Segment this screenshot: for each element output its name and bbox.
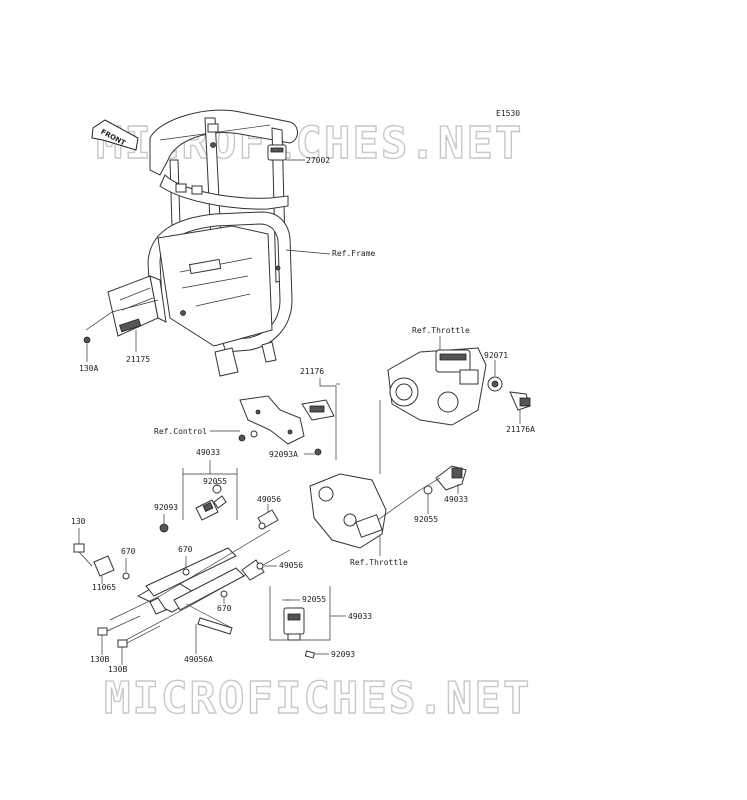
label-49033-lower: 49033 <box>348 612 372 621</box>
label-11009: 92055 <box>414 515 438 524</box>
clip-11065 <box>93 555 115 577</box>
label-92055-lower: 92055 <box>302 595 326 604</box>
sensor-21176A <box>509 391 531 411</box>
control-bracket <box>238 395 305 445</box>
label-ref-throttle-bottom: Ref.Throttle <box>350 558 408 567</box>
throttle-body <box>387 347 487 426</box>
label-ref-throttle-top: Ref.Throttle <box>412 326 470 335</box>
diagram-code: E1530 <box>496 109 520 118</box>
ecu-21175 <box>107 275 167 337</box>
seal-92093-upper <box>159 523 169 533</box>
label-670-lower: 670 <box>217 604 232 613</box>
label-27002: 27002 <box>306 156 330 165</box>
label-21176: 21176 <box>300 367 324 376</box>
label-21176B: 49033 <box>444 495 468 504</box>
label-49033-group-a: 49033 <box>196 448 220 457</box>
intake-manifold <box>309 473 387 549</box>
label-130A: 130A <box>79 364 98 373</box>
watermark-bottom: MICROFICHES.NET <box>104 673 531 724</box>
label-92093-lower: 92093 <box>331 650 355 659</box>
label-130B-left: 130B <box>90 655 109 664</box>
label-21175: 21175 <box>126 355 150 364</box>
label-ref-frame: Ref.Frame <box>332 249 376 258</box>
seal-92093-lower <box>304 650 315 659</box>
washer-92071 <box>487 376 503 392</box>
label-92071: 92071 <box>484 351 508 360</box>
frame-drawing <box>147 109 298 377</box>
sensor-21176 <box>301 399 335 421</box>
injector-upper <box>195 495 227 521</box>
pipe-49056A <box>197 617 233 635</box>
label-49056A: 49056A <box>184 655 213 664</box>
bolt-130B-left <box>97 615 141 636</box>
label-21176A: 21176A <box>506 425 535 434</box>
label-130B-right: 130B <box>108 665 127 674</box>
fuel-fitting-49056-lower <box>241 559 265 581</box>
label-92055-group-a: 92055 <box>203 477 227 486</box>
label-130: 130 <box>71 517 86 526</box>
label-92093A: 92093A <box>269 450 298 459</box>
label-670-left: 670 <box>121 547 136 556</box>
oring-670-mid <box>182 568 190 576</box>
sensor-21176B <box>435 465 467 491</box>
label-49056-upper: 49056 <box>257 495 281 504</box>
bolt-130B-right <box>117 625 161 648</box>
label-92093-group-a: 92093 <box>154 503 178 512</box>
label-49056-lower: 49056 <box>279 561 303 570</box>
bolt-130 <box>73 543 93 567</box>
oring-670-lower <box>220 590 228 598</box>
fuel-rail <box>136 547 245 615</box>
label-11065: 11065 <box>92 583 116 592</box>
label-ref-control: Ref.Control <box>154 427 207 436</box>
injector-lower <box>283 607 305 641</box>
oring-92055-upper <box>212 484 222 494</box>
relay-27002 <box>267 144 305 161</box>
fuel-fitting-49056-upper <box>257 509 279 530</box>
oring-670-left <box>122 572 130 580</box>
label-670-mid: 670 <box>178 545 193 554</box>
